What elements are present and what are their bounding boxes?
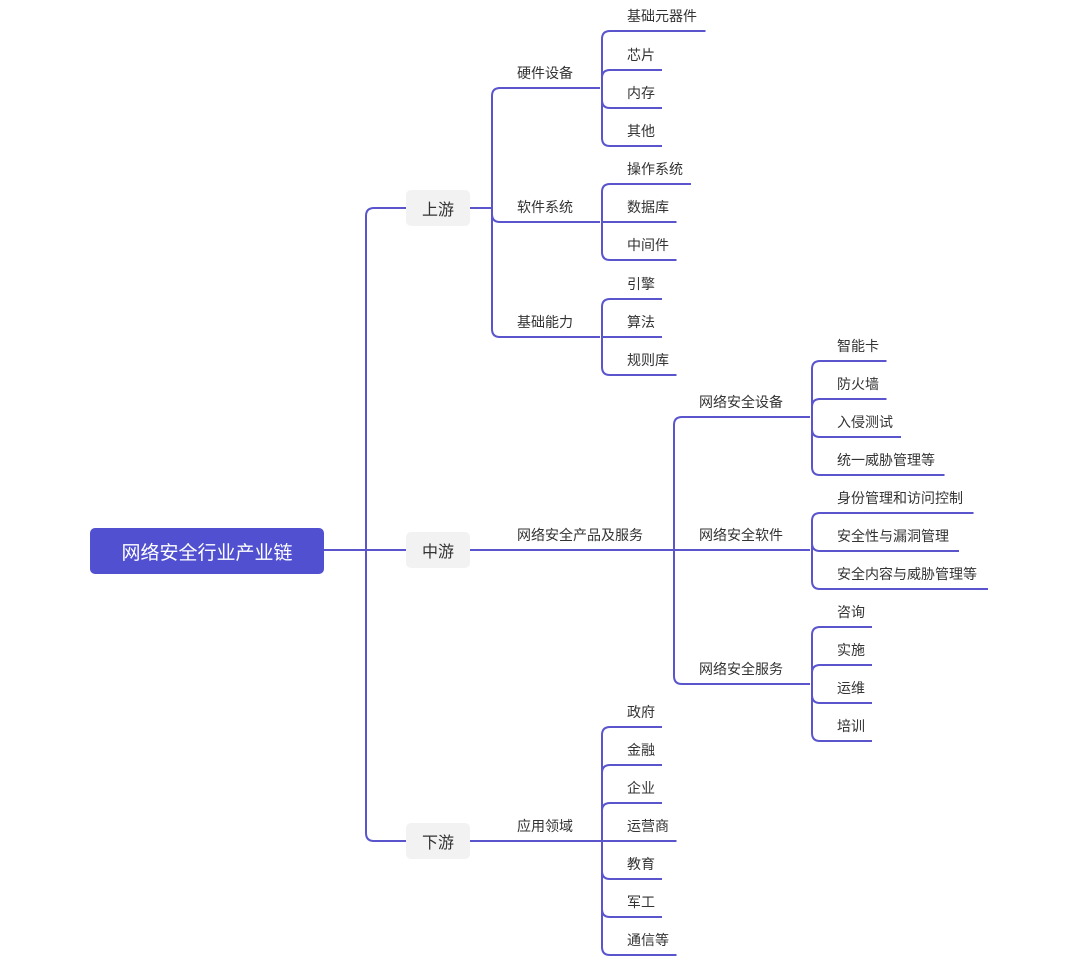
sub-connector: [491, 87, 600, 208]
leaf-label[interactable]: 其他: [627, 124, 655, 140]
leaf-label[interactable]: 内存: [627, 86, 655, 102]
category-label[interactable]: 网络安全产品及服务: [517, 528, 643, 544]
leaf-connector: [601, 298, 662, 337]
sub-connector: [673, 550, 810, 685]
leaf-label[interactable]: 引擎: [627, 277, 655, 293]
category-label[interactable]: 网络安全设备: [699, 395, 783, 411]
leaf-connector: [811, 684, 872, 742]
leaf-label[interactable]: 防火墙: [837, 377, 879, 393]
category-label[interactable]: 网络安全服务: [699, 662, 783, 678]
leaf-connector: [601, 30, 706, 88]
leaf-label[interactable]: 身份管理和访问控制: [837, 491, 963, 507]
leaf-label[interactable]: 金融: [627, 743, 655, 759]
leaf-label[interactable]: 实施: [837, 643, 865, 659]
leaf-label[interactable]: 智能卡: [837, 339, 879, 355]
leaf-label[interactable]: 规则库: [627, 353, 669, 369]
sub-connector: [491, 208, 600, 338]
leaf-connector: [811, 550, 988, 590]
leaf-label[interactable]: 安全性与漏洞管理: [837, 529, 949, 545]
branch-connector: [365, 550, 406, 842]
leaf-label[interactable]: 企业: [627, 781, 655, 797]
leaf-connector: [811, 360, 887, 417]
root-node[interactable]: 网络安全行业产业链: [90, 528, 324, 574]
branch-connector: [365, 207, 406, 550]
leaf-label[interactable]: 军工: [627, 895, 655, 911]
leaf-connector: [601, 183, 691, 222]
branch-node[interactable]: 中游: [406, 532, 470, 568]
category-label[interactable]: 基础能力: [517, 315, 573, 331]
leaf-label[interactable]: 安全内容与威胁管理等: [837, 567, 977, 583]
leaf-connector: [601, 726, 662, 841]
leaf-label[interactable]: 芯片: [627, 48, 655, 64]
leaf-connector: [601, 764, 662, 841]
leaf-label[interactable]: 统一威胁管理等: [837, 453, 935, 469]
leaf-label[interactable]: 政府: [627, 705, 655, 721]
leaf-connector: [601, 841, 677, 956]
leaf-connector: [601, 222, 677, 261]
leaf-connector: [601, 69, 662, 88]
leaf-label[interactable]: 运维: [837, 681, 865, 697]
leaf-label[interactable]: 运营商: [627, 819, 669, 835]
leaf-connector: [811, 664, 872, 684]
leaf-connector: [811, 512, 974, 550]
leaf-label[interactable]: 算法: [627, 315, 655, 331]
leaf-label[interactable]: 培训: [837, 719, 865, 735]
branch-node[interactable]: 上游: [406, 190, 470, 226]
leaf-label[interactable]: 基础元器件: [627, 9, 697, 25]
branch-node[interactable]: 下游: [406, 823, 470, 859]
leaf-connector: [601, 337, 677, 376]
leaf-connector: [601, 88, 662, 147]
leaf-label[interactable]: 入侵测试: [837, 415, 893, 431]
leaf-label[interactable]: 数据库: [627, 200, 669, 216]
leaf-connector: [601, 802, 662, 841]
leaf-label[interactable]: 通信等: [627, 933, 669, 949]
leaf-connector: [811, 626, 872, 684]
category-label[interactable]: 应用领域: [517, 819, 573, 835]
leaf-connector: [811, 542, 959, 552]
leaf-connector: [811, 417, 945, 476]
leaf-label[interactable]: 中间件: [627, 238, 669, 254]
leaf-label[interactable]: 操作系统: [627, 162, 683, 178]
leaf-connector: [811, 398, 887, 417]
category-label[interactable]: 软件系统: [517, 200, 573, 216]
sub-connector: [673, 416, 810, 550]
category-label[interactable]: 硬件设备: [517, 66, 573, 82]
category-label[interactable]: 网络安全软件: [699, 528, 783, 544]
leaf-label[interactable]: 教育: [627, 857, 655, 873]
leaf-label[interactable]: 咨询: [837, 605, 865, 621]
